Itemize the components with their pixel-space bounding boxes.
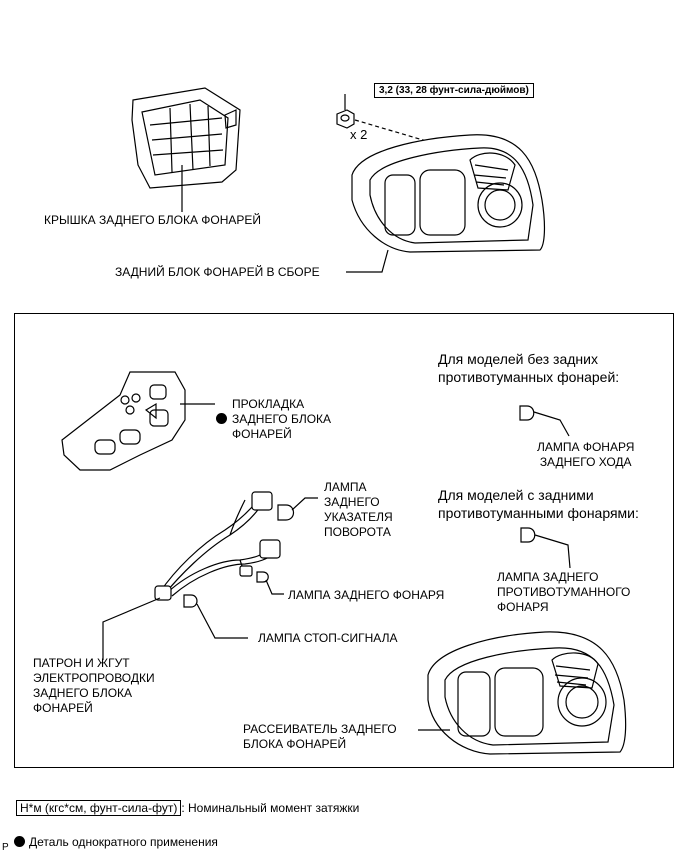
tail-lamp-cover-drawing <box>131 87 241 189</box>
tail-bulb-drawing <box>256 571 269 583</box>
legend-non-reusable-text: Деталь однократного применения <box>29 835 218 849</box>
socket-wire-label: ПАТРОН И ЖГУТ ЭЛЕКТРОПРОВОДКИ ЗАДНЕГО БЛ… <box>33 656 155 715</box>
gasket-label: ПРОКЛАДКА ЗАДНЕГО БЛОКА ФОНАРЕЙ <box>216 397 331 441</box>
non-reusable-dot-icon <box>216 413 227 424</box>
stop-bulb-drawing <box>183 594 198 608</box>
legend-torque-units: Н*м (кгс*см, фунт-сила-фут) <box>16 800 182 816</box>
turn-lamp-label: ЛАМПА ЗАДНЕГО УКАЗАТЕЛЯ ПОВОРОТА <box>324 480 393 539</box>
corner-mark: P <box>2 842 9 853</box>
header-without-fog: Для моделей без задних противотуманных ф… <box>438 351 620 385</box>
tail-lamp-label: ЛАМПА ЗАДНЕГО ФОНАРЯ <box>288 588 445 602</box>
rear-lamp-assembly-drawing <box>351 134 546 253</box>
detail-frame <box>14 313 674 768</box>
gasket-label-text: ПРОКЛАДКА ЗАДНЕГО БЛОКА ФОНАРЕЙ <box>232 397 332 441</box>
backup-lamp-label: ЛАМПА ФОНАРЯ ЗАДНЕГО ХОДА <box>537 440 635 469</box>
assembly-label: ЗАДНИЙ БЛОК ФОНАРЕЙ В СБОРЕ <box>115 265 320 279</box>
stop-lamp-label: ЛАМПА СТОП-СИГНАЛА <box>258 631 398 645</box>
fog-bulb-drawing <box>520 527 536 543</box>
leader-tail <box>265 579 284 595</box>
torque-spec-box: 3,2 (33, 28 фунт-сила-дюймов) <box>374 83 534 98</box>
header-with-fog: Для моделей с задними противотуманными ф… <box>438 487 639 521</box>
quantity-label: x 2 <box>350 127 368 142</box>
gasket-drawing <box>61 371 186 471</box>
leader-backup <box>533 411 570 437</box>
leader-fog <box>534 534 571 569</box>
legend-torque-desc: : Номинальный момент затяжки <box>181 801 360 815</box>
nut-drawing <box>336 109 355 129</box>
fog-lamp-label: ЛАМПА ЗАДНЕГО ПРОТИВОТУМАННОГО ФОНАРЯ <box>497 570 631 614</box>
leader-turn <box>291 497 318 511</box>
leader-assembly <box>346 249 389 273</box>
legend-dot-icon <box>14 836 25 847</box>
legend-torque: Н*м (кгс*см, фунт-сила-фут): Номинальный… <box>16 786 359 816</box>
legend-non-reusable: Деталь однократного применения <box>14 820 218 850</box>
turn-signal-bulb-drawing <box>277 504 295 521</box>
lens-drawing <box>427 631 627 755</box>
socket-wire-harness-drawing <box>154 491 281 601</box>
leader-stop <box>196 603 248 639</box>
leader-socket <box>102 597 161 660</box>
backup-bulb-drawing <box>519 405 535 421</box>
cover-label: КРЫШКА ЗАДНЕГО БЛОКА ФОНАРЕЙ <box>44 213 262 227</box>
lens-label: РАССЕИВАТЕЛЬ ЗАДНЕГО БЛОКА ФОНАРЕЙ <box>243 722 397 751</box>
